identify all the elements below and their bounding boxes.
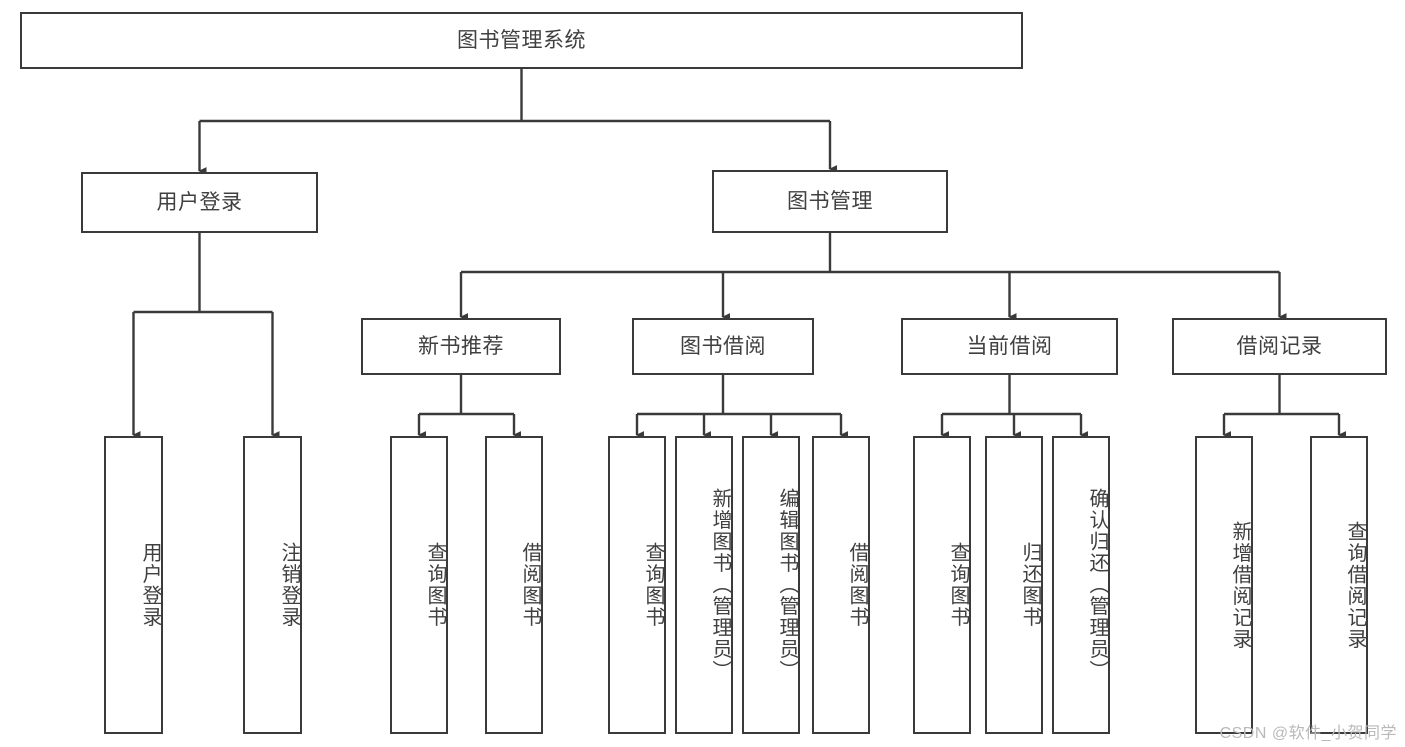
node-query-book-3[interactable]: 查询图书 (913, 436, 971, 734)
node-borrow-book-2-label: 借阅图书 (846, 542, 868, 628)
node-user-login[interactable]: 用户登录 (81, 172, 318, 233)
node-query-book-1[interactable]: 查询图书 (390, 436, 448, 734)
node-book-borrow-label: 图书借阅 (680, 334, 766, 358)
node-edit-book-admin-label: 编辑图书（管理员） (776, 488, 798, 682)
node-edit-book-admin[interactable]: 编辑图书（管理员） (742, 436, 800, 734)
node-user-logout[interactable]: 注销登录 (243, 436, 302, 734)
node-add-borrow-record-label: 新增借阅记录 (1229, 520, 1251, 650)
node-query-book-2[interactable]: 查询图书 (608, 436, 666, 734)
node-root[interactable]: 图书管理系统 (20, 12, 1023, 69)
node-query-book-3-label: 查询图书 (947, 542, 969, 628)
node-add-borrow-record[interactable]: 新增借阅记录 (1195, 436, 1253, 734)
node-borrow-record[interactable]: 借阅记录 (1172, 318, 1387, 375)
node-current-borrow[interactable]: 当前借阅 (901, 318, 1118, 375)
node-query-borrow-record-label: 查询借阅记录 (1344, 520, 1366, 650)
node-book-manage-label: 图书管理 (787, 189, 873, 213)
node-root-label: 图书管理系统 (457, 28, 586, 52)
node-confirm-return-admin[interactable]: 确认归还（管理员） (1052, 436, 1110, 734)
watermark: CSDN @软件_小贺同学 (1219, 725, 1397, 742)
node-query-borrow-record[interactable]: 查询借阅记录 (1310, 436, 1368, 734)
node-user-login-do[interactable]: 用户登录 (104, 436, 163, 734)
node-add-book-admin[interactable]: 新增图书（管理员） (675, 436, 733, 734)
node-borrow-record-label: 借阅记录 (1236, 334, 1323, 358)
node-borrow-book-2[interactable]: 借阅图书 (812, 436, 870, 734)
node-new-book-recommend[interactable]: 新书推荐 (361, 318, 561, 375)
node-user-logout-label: 注销登录 (278, 542, 300, 628)
node-book-borrow[interactable]: 图书借阅 (632, 318, 814, 375)
node-return-book-label: 归还图书 (1019, 542, 1041, 628)
node-add-book-admin-label: 新增图书（管理员） (709, 488, 731, 682)
node-borrow-book-1-label: 借阅图书 (519, 542, 541, 628)
node-confirm-return-admin-label: 确认归还（管理员） (1086, 488, 1108, 682)
node-new-book-recommend-label: 新书推荐 (418, 334, 504, 358)
node-current-borrow-label: 当前借阅 (966, 334, 1053, 358)
node-query-book-1-label: 查询图书 (424, 542, 446, 628)
node-user-login-label: 用户登录 (156, 190, 243, 214)
node-borrow-book-1[interactable]: 借阅图书 (485, 436, 543, 734)
node-query-book-2-label: 查询图书 (642, 542, 664, 628)
node-user-login-do-label: 用户登录 (139, 542, 161, 628)
node-return-book[interactable]: 归还图书 (985, 436, 1043, 734)
node-book-manage[interactable]: 图书管理 (712, 170, 948, 233)
